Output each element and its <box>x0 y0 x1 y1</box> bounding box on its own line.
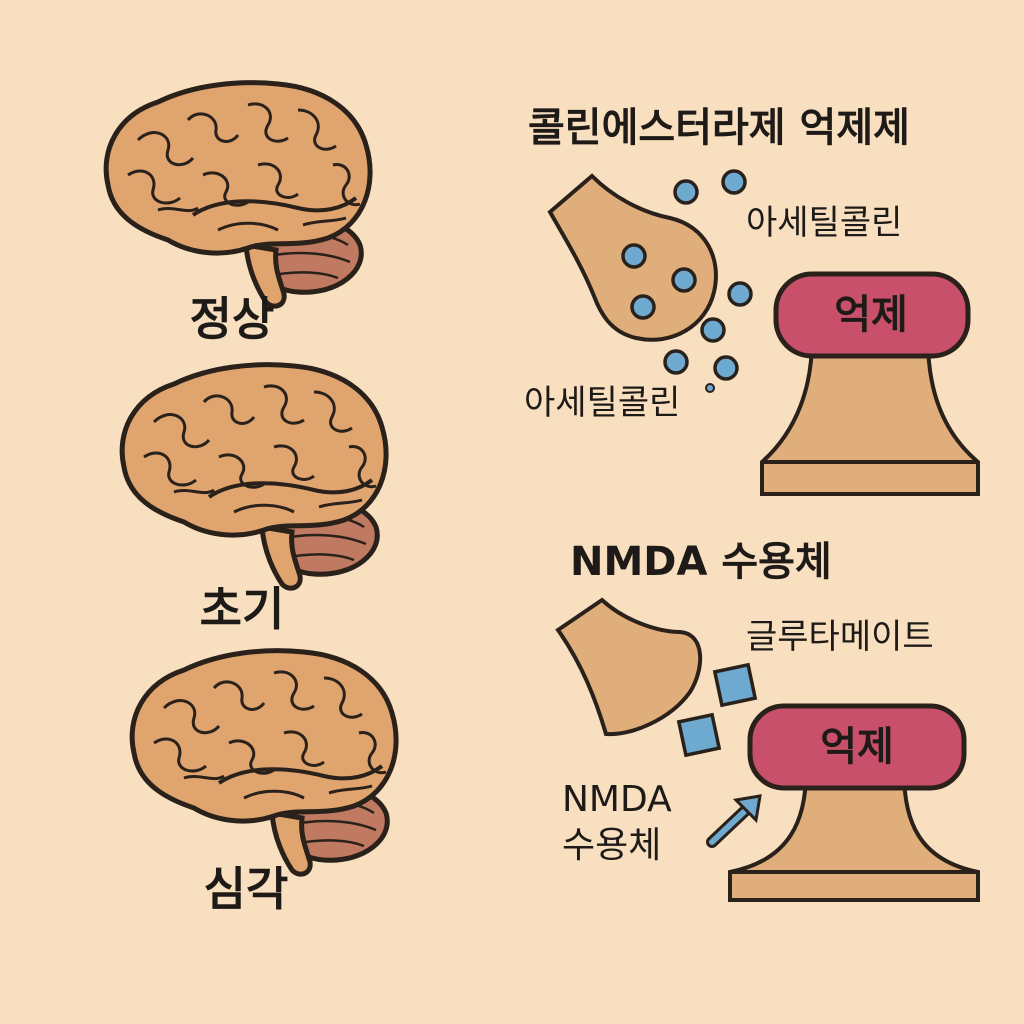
inhibit-block-nmda <box>747 703 967 791</box>
acetylcholine-label-top: 아세틸콜린 <box>746 203 903 243</box>
postsynaptic-receptor-icon <box>760 338 980 496</box>
acetylcholine-label-bottom: 아세틸콜린 <box>524 383 681 423</box>
stage-label-early: 초기 <box>199 582 285 636</box>
inhibit-label-cholinesterase: 억제 <box>834 292 908 338</box>
arrow-up-right-icon <box>706 794 762 848</box>
stage-label-normal: 정상 <box>189 292 275 346</box>
neurotransmitter-dot-icon <box>671 267 697 293</box>
inhibit-label-nmda: 억제 <box>820 724 894 770</box>
acetylcholine-molecules <box>621 169 753 393</box>
neurotransmitter-dot-icon <box>721 169 747 195</box>
cholinesterase-title: 콜린에스터라제 억제제 <box>528 105 910 151</box>
neurotransmitter-dot-icon <box>700 317 726 343</box>
brain-icon-early <box>122 365 386 588</box>
brain-icon-severe <box>132 651 396 874</box>
inhibit-block-cholinesterase <box>773 271 971 359</box>
brain-icon-normal <box>106 83 370 306</box>
postsynaptic-receptor-icon <box>728 770 980 902</box>
nmda-title: NMDA 수용체 <box>570 539 832 585</box>
neurotransmitter-dot-icon <box>673 179 699 205</box>
glutamate-label: 글루타메이트 <box>746 617 934 657</box>
neurotransmitter-dot-icon <box>676 712 722 758</box>
stage-label-severe: 심각 <box>203 862 289 916</box>
neurotransmitter-dot-icon <box>713 355 739 381</box>
neurotransmitter-dot-icon <box>663 349 689 375</box>
neurotransmitter-dot-icon <box>630 294 656 320</box>
neurotransmitter-dot-icon <box>727 281 753 307</box>
neurotransmitter-dot-icon <box>712 662 758 708</box>
neurotransmitter-dot-icon <box>621 243 647 269</box>
neurotransmitter-dot-icon <box>705 383 715 393</box>
nmda-receptor-label-line2: 수용체 <box>562 825 662 866</box>
glutamate-molecules <box>676 662 758 758</box>
presynaptic-terminal-icon <box>555 597 703 737</box>
nmda-receptor-label-line1: NMDA <box>562 779 672 820</box>
